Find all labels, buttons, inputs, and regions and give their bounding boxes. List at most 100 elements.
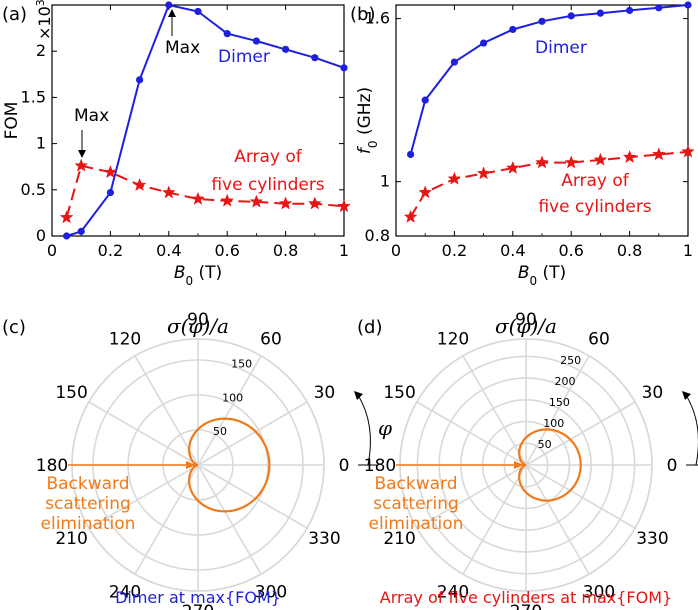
data-point [593, 152, 608, 166]
polar-angle-label: 90 [187, 310, 209, 330]
data-point [421, 96, 429, 104]
data-point [252, 37, 260, 45]
polar-angle-label: 300 [583, 582, 615, 602]
polar-spoke [525, 355, 590, 466]
polar-spoke [525, 401, 636, 466]
backward-annotation-line: elimination [369, 514, 464, 534]
polar-spoke [197, 464, 308, 529]
polar-angle-label: 90 [515, 310, 537, 330]
y-tick-label: 0.5 [21, 180, 46, 199]
data-point [538, 17, 546, 25]
y-tick-label: 0.8 [365, 226, 390, 245]
panel-c: 501001500306090120150180210240270300330σ… [2, 310, 392, 610]
backward-annotation-line: scattering [373, 494, 459, 514]
data-point [340, 64, 348, 72]
polar-spoke [525, 464, 636, 529]
x-axis-label: B0 (T) [518, 263, 566, 288]
polar-spoke [525, 464, 590, 575]
series-dimer-a [63, 1, 348, 240]
x-tick-label: 0.6 [558, 241, 583, 260]
x-tick-label: 0.6 [214, 241, 239, 260]
x-tick-label: 0 [391, 241, 401, 260]
polar-angle-label: 180 [36, 456, 68, 476]
polar-angle-label: 210 [383, 529, 415, 549]
scattering-pattern [188, 417, 271, 513]
polar-radius-label: 50 [213, 425, 227, 438]
y-axis-label: f0 (GHz) [355, 87, 380, 154]
x-tick-label: 0.8 [273, 241, 298, 260]
polar-angle-label: 330 [636, 529, 668, 549]
phi-arrowhead [354, 391, 363, 400]
series-line [409, 4, 689, 155]
y-tick-label: 1 [36, 134, 46, 153]
backward-annotation-line: elimination [41, 514, 136, 534]
polar-radius-label: 100 [543, 417, 564, 430]
polar-angle-label: 330 [308, 529, 340, 549]
data-point [450, 58, 458, 66]
data-point [106, 188, 114, 197]
data-point [418, 185, 433, 199]
data-point [311, 54, 319, 62]
panel-label-a: (a) [2, 4, 27, 25]
data-point [63, 232, 71, 240]
data-point [132, 177, 147, 192]
polar-spoke [416, 401, 527, 466]
polar-angle-label: 300 [255, 582, 287, 602]
x-tick-label: 0 [47, 241, 57, 260]
data-point [655, 4, 663, 12]
polar-angle-label: 0 [667, 456, 678, 476]
panel-d: 5010015020025003060901201501802102402703… [357, 310, 698, 610]
panel-caption: Dimer at max{FOM} [115, 588, 281, 607]
annotation-max-dimer: Max [165, 38, 200, 58]
annotation-array-line1: Array of [234, 147, 303, 167]
backward-annotation-line: Backward [46, 474, 129, 494]
data-point [622, 149, 637, 164]
polar-angle-label: 240 [109, 582, 141, 602]
data-point [447, 171, 462, 185]
panel-caption: Array of five cylinders at max{FOM} [380, 588, 672, 607]
x-tick-label: 0.4 [156, 241, 181, 260]
data-point [567, 12, 575, 20]
data-point [480, 39, 488, 47]
annotation-array-line2: five cylinders [538, 197, 651, 217]
polar-angle-label: 150 [55, 383, 87, 403]
polar-spoke [134, 355, 199, 466]
polar-angle-label: 120 [109, 330, 141, 350]
data-point [223, 30, 231, 38]
polar-radius-label: 50 [538, 438, 552, 451]
polar-angle-label: 240 [437, 582, 469, 602]
annotation-array-line2: five cylinders [211, 175, 324, 195]
polar-angle-label: 150 [383, 383, 415, 403]
series-dimer-b [407, 1, 692, 159]
x-tick-label: 0.2 [98, 241, 123, 260]
data-point [278, 196, 293, 210]
polar-spoke [88, 464, 199, 529]
polar-angle-label: 30 [642, 383, 664, 403]
y-axis-label: FOM [2, 102, 22, 140]
data-point [407, 150, 415, 159]
series-line [65, 164, 345, 218]
polar-title: σ(φ)/a [167, 314, 229, 338]
data-point [505, 160, 520, 174]
data-point [74, 158, 89, 172]
polar-spoke [416, 464, 527, 529]
data-point [220, 193, 235, 207]
polar-spoke [197, 464, 262, 575]
max-arrowhead-array [78, 150, 86, 158]
data-point [535, 155, 549, 169]
polar-spoke [88, 401, 199, 466]
polar-title: σ(φ)/a [495, 314, 557, 338]
x-tick-label: 1 [339, 241, 349, 260]
data-point [161, 185, 176, 199]
data-point [476, 166, 491, 180]
polar-radius-label: 250 [560, 354, 581, 367]
phi-label: φ [378, 416, 392, 440]
x-tick-label: 0.8 [617, 241, 642, 260]
polar-spoke [197, 401, 308, 466]
polar-spoke [462, 355, 527, 466]
data-point [249, 194, 264, 208]
phi-arc [685, 394, 698, 466]
